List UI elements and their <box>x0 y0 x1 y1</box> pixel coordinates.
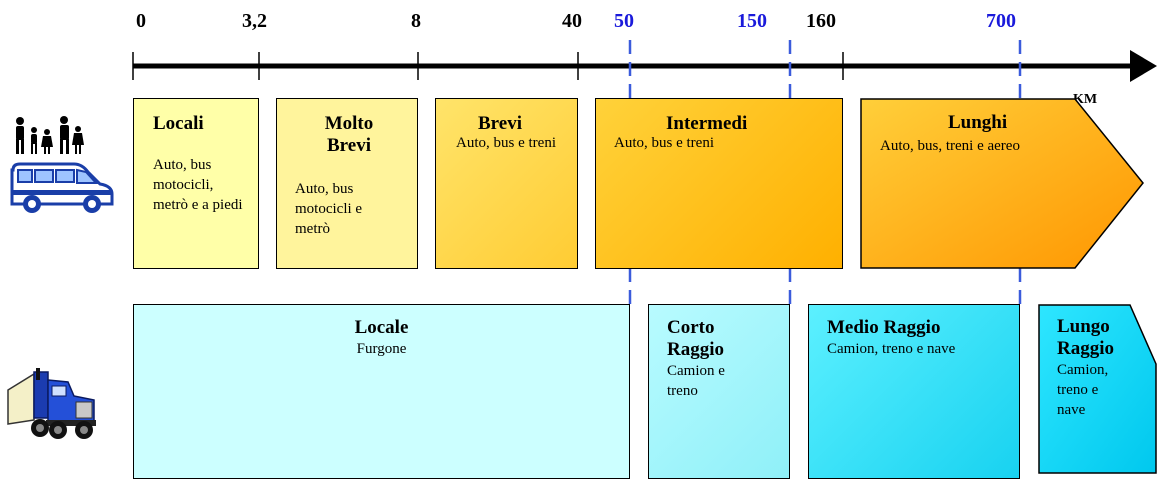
segment-desc: Auto, bus, treni e aereo <box>880 138 1020 154</box>
segment-title: Medio Raggio <box>827 317 941 338</box>
segment-locale: Locale Furgone <box>133 304 630 479</box>
segment-title: Locale <box>354 317 409 338</box>
segment-title: Intermedi <box>666 113 748 134</box>
tick-label-700: 700 <box>986 10 1016 32</box>
tick-label-3-2: 3,2 <box>242 10 267 32</box>
tick-label-40: 40 <box>562 10 582 32</box>
tick-label-50: 50 <box>614 10 634 32</box>
segment-lungo-raggio-shape <box>1038 304 1157 474</box>
segment-title: Lunghi <box>948 112 1008 133</box>
segment-desc: Furgone <box>356 341 407 357</box>
segment-intermedi: Intermedi Auto, bus e treni <box>595 98 843 269</box>
segment-desc: Auto, bus e treni <box>614 135 714 151</box>
segment-lungo-raggio: Lungo Raggio Camion, treno e nave <box>1038 304 1138 471</box>
segment-title: Corto Raggio <box>667 317 724 360</box>
segment-desc: Camion, treno e nave <box>1057 362 1109 418</box>
segment-corto-raggio: Corto Raggio Camion e treno <box>648 304 790 479</box>
segment-medio-raggio: Medio Raggio Camion, treno e nave <box>808 304 1020 479</box>
segment-title: Molto Brevi <box>324 113 374 156</box>
minibus-icon <box>10 162 114 213</box>
segment-title: Lungo Raggio <box>1057 316 1114 359</box>
tick-label-160: 160 <box>806 10 836 32</box>
truck-icon <box>7 368 96 439</box>
segment-lunghi-shape <box>860 98 1144 269</box>
segment-molto-brevi: Molto Brevi Auto, bus motocicli e metrò <box>276 98 418 269</box>
segment-brevi: Brevi Auto, bus e treni <box>435 98 578 269</box>
segment-desc: Camion, treno e nave <box>827 341 956 357</box>
segment-desc: Auto, bus e treni <box>456 135 556 151</box>
segment-desc: Auto, bus motocicli, metrò e a piedi <box>153 157 243 213</box>
tick-label-8: 8 <box>411 10 421 32</box>
segment-lunghi: Lunghi Auto, bus, treni e aereo <box>860 98 1080 269</box>
family-icon <box>16 116 84 154</box>
segment-title: Brevi <box>478 113 522 134</box>
segment-desc: Camion e treno <box>667 363 725 399</box>
tick-label-0: 0 <box>136 10 146 32</box>
segment-desc: Auto, bus motocicli e metrò <box>295 181 363 237</box>
segment-locali: Locali Auto, bus motocicli, metrò e a pi… <box>133 98 259 269</box>
segment-title: Locali <box>153 113 204 134</box>
tick-label-150: 150 <box>737 10 767 32</box>
